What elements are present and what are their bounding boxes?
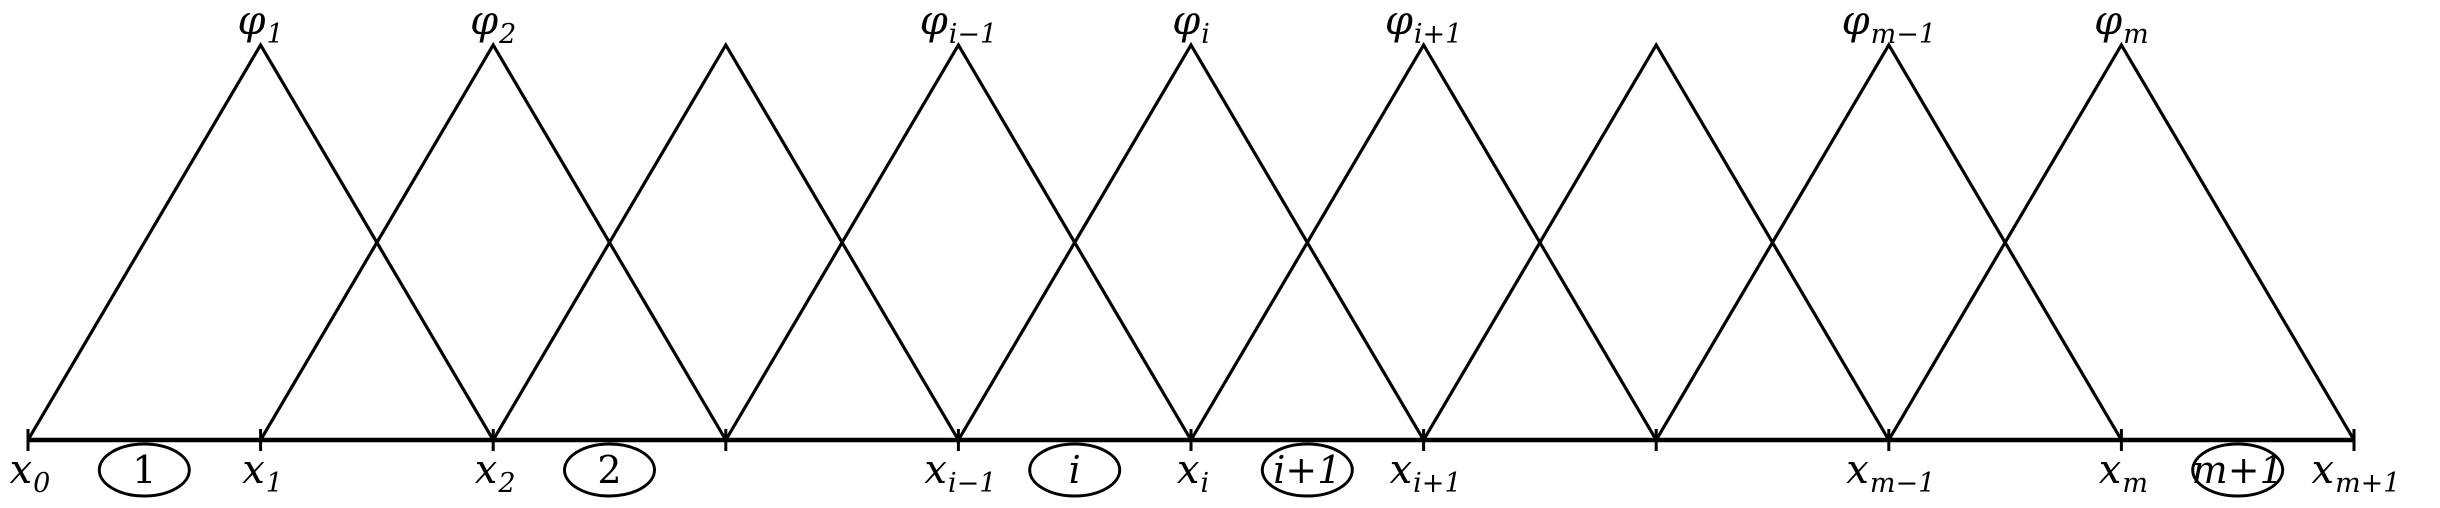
basis-function-hat <box>1654 41 2123 441</box>
basis-function-hat <box>491 41 960 441</box>
element-label: 1 <box>132 448 156 492</box>
node-label: xi <box>1177 447 1209 499</box>
basis-function-hat <box>724 41 1193 441</box>
basis-function-group <box>26 41 2356 441</box>
element-marker-group: 1 2 i i+1 m+1 <box>97 442 2285 498</box>
basis-function-label: φm−1 <box>1842 0 1936 50</box>
element-label: 2 <box>597 448 621 492</box>
basis-function-label: φm <box>2094 0 2149 50</box>
basis-function-hat <box>1887 41 2356 441</box>
element-marker <box>563 442 656 498</box>
element-label: i <box>1069 448 1081 492</box>
basis-function-label: φi <box>1172 0 1210 50</box>
basis-function-label: φi+1 <box>1385 0 1462 50</box>
element-marker <box>97 442 191 498</box>
element-label: i+1 <box>1273 448 1341 492</box>
basis-label-group: φ1 φ2 φi−1 φi φi+1 φm−1 φm <box>238 0 2149 50</box>
basis-function-hat <box>26 41 495 441</box>
basis-function-label: φi−1 <box>920 0 997 50</box>
node-label: xm <box>2099 447 2148 499</box>
element-marker <box>1260 442 1354 498</box>
node-label: x2 <box>475 447 516 499</box>
element-marker <box>1028 442 1122 498</box>
basis-function-hat <box>259 41 728 441</box>
node-label: xi+1 <box>1390 447 1462 499</box>
basis-function-label: φ2 <box>470 0 516 50</box>
node-label: xm+1 <box>2312 447 2401 499</box>
node-tick-group <box>26 429 2356 451</box>
basis-function-label: φ1 <box>238 0 284 50</box>
node-label: x1 <box>242 447 283 499</box>
node-label: xi−1 <box>924 447 996 499</box>
basis-function-hat <box>1422 41 1891 441</box>
node-label: x0 <box>10 447 51 499</box>
basis-function-hat <box>957 41 1425 441</box>
node-label-group: x0 x1 x2 xi−1 xi xi+1 xm−1 xm xm+1 <box>10 447 2401 499</box>
basis-function-hat <box>1189 41 1658 441</box>
element-marker <box>2191 442 2285 498</box>
node-label: xm−1 <box>1846 447 1935 499</box>
element-label: m+1 <box>2192 448 2284 492</box>
